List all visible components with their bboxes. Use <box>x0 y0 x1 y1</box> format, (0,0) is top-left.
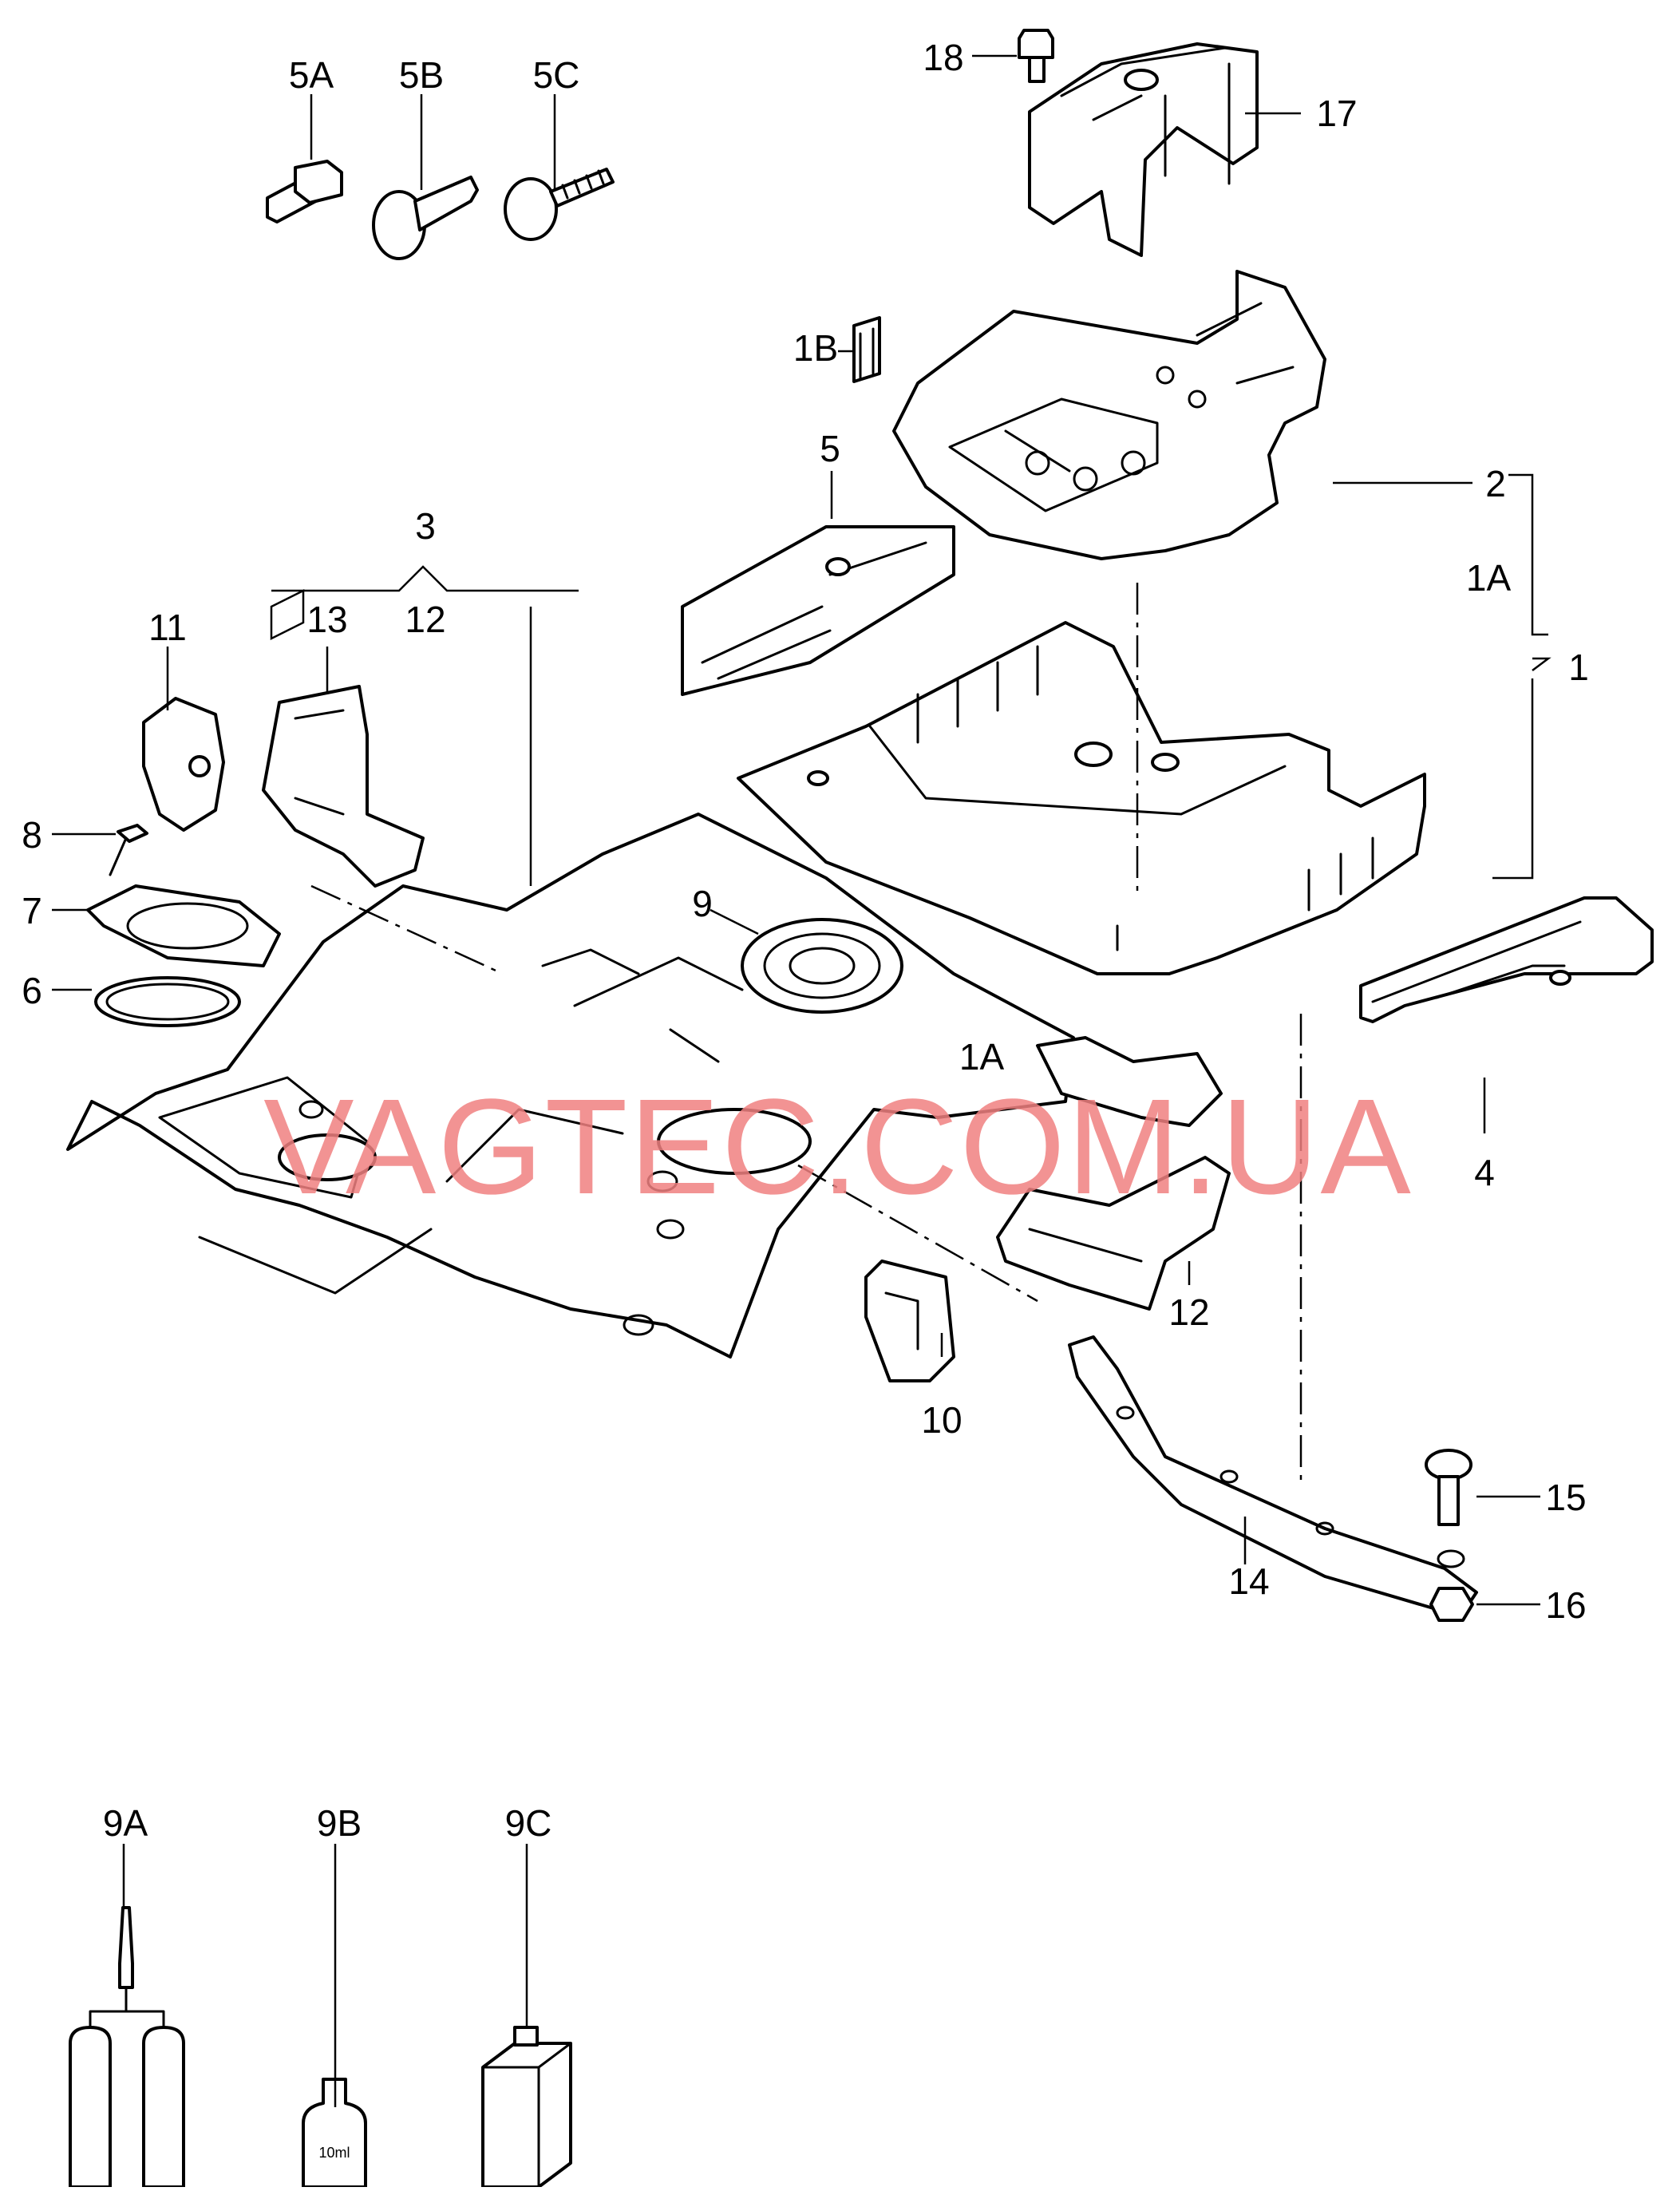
bracket-10 <box>864 1260 955 1382</box>
bolt-5a-drawing <box>266 160 343 223</box>
callout-1a-top: 1A <box>1466 557 1512 599</box>
callout-14: 14 <box>1228 1560 1269 1602</box>
callout-7: 7 <box>22 890 42 931</box>
bracket-13 <box>262 685 425 888</box>
callout-3: 3 <box>415 505 436 547</box>
callout-15: 15 <box>1545 1477 1586 1518</box>
cross-member-5 <box>681 525 955 696</box>
spare-wheel-well-2 <box>892 270 1326 560</box>
panel-1a-mid <box>1036 1036 1223 1127</box>
bracket-12-mid <box>996 1156 1231 1311</box>
callouts: 5A 5B 5C 18 17 1B 2 5 1A 1 3 11 13 12 8 … <box>22 37 1589 1844</box>
side-member-4 <box>1359 896 1654 1023</box>
callout-1b: 1B <box>793 327 838 369</box>
bolt-15 <box>1425 1449 1472 1526</box>
callout-9c: 9C <box>505 1802 552 1844</box>
callout-8: 8 <box>22 814 42 856</box>
callout-18: 18 <box>923 37 963 78</box>
callout-10: 10 <box>921 1399 962 1441</box>
nut-16 <box>1429 1549 1474 1622</box>
callout-5a: 5A <box>289 54 334 96</box>
bottle-9b: 10ml <box>302 2078 367 2189</box>
callout-2: 2 <box>1485 463 1506 504</box>
rear-floor-1 <box>737 621 1426 975</box>
callout-1a-mid: 1A <box>959 1036 1005 1078</box>
strut-14 <box>1068 1335 1478 1618</box>
callout-6: 6 <box>22 970 42 1011</box>
callout-5: 5 <box>820 428 840 469</box>
cover-plate-7 <box>86 884 281 967</box>
seal-ring-6 <box>94 976 241 1027</box>
screw-8 <box>109 824 148 876</box>
cartridge-9a <box>69 1906 185 2189</box>
bracket-17-drawing <box>1028 42 1259 257</box>
callout-9a: 9A <box>103 1802 148 1844</box>
callout-16: 16 <box>1545 1584 1586 1626</box>
callout-5b: 5B <box>399 54 444 96</box>
leader-lines <box>52 54 1552 2107</box>
watermark-text: VAGTEC.COM.UA <box>263 1071 1413 1223</box>
callout-17: 17 <box>1316 93 1357 134</box>
callout-13: 13 <box>306 599 347 640</box>
callout-5c: 5C <box>533 54 580 96</box>
bolt-18-drawing <box>1018 29 1054 83</box>
container-9c <box>481 2026 572 2189</box>
screw-5c-drawing <box>504 168 615 241</box>
adhesive-patch-1b <box>852 316 881 383</box>
callout-9b: 9B <box>317 1802 362 1844</box>
callout-12-mid: 12 <box>1168 1291 1209 1333</box>
callout-12-top: 12 <box>405 599 445 640</box>
callout-1: 1 <box>1568 647 1589 688</box>
callout-9: 9 <box>692 883 713 924</box>
assembly-dash-lines <box>310 583 1302 1485</box>
callout-11: 11 <box>148 607 187 648</box>
callout-4: 4 <box>1474 1152 1495 1193</box>
cover-9 <box>741 918 903 1014</box>
clip-5b-drawing <box>372 176 479 260</box>
bracket-11 <box>142 697 225 832</box>
bottle-volume-label: 10ml <box>318 2145 350 2161</box>
